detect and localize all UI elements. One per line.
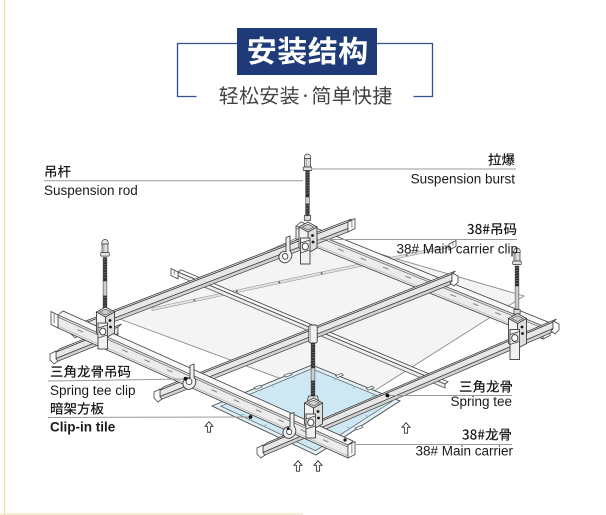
svg-text:Spring tee: Spring tee (450, 394, 512, 409)
svg-text:Spring tee clip: Spring tee clip (50, 383, 136, 398)
svg-text:Suspension rod: Suspension rod (44, 183, 138, 198)
svg-text:38# Main carrier: 38# Main carrier (415, 444, 513, 459)
svg-text:38# Main carrier clip: 38# Main carrier clip (396, 242, 518, 257)
svg-text:Suspension burst: Suspension burst (411, 172, 516, 187)
svg-text:Clip-in tile: Clip-in tile (50, 420, 116, 435)
